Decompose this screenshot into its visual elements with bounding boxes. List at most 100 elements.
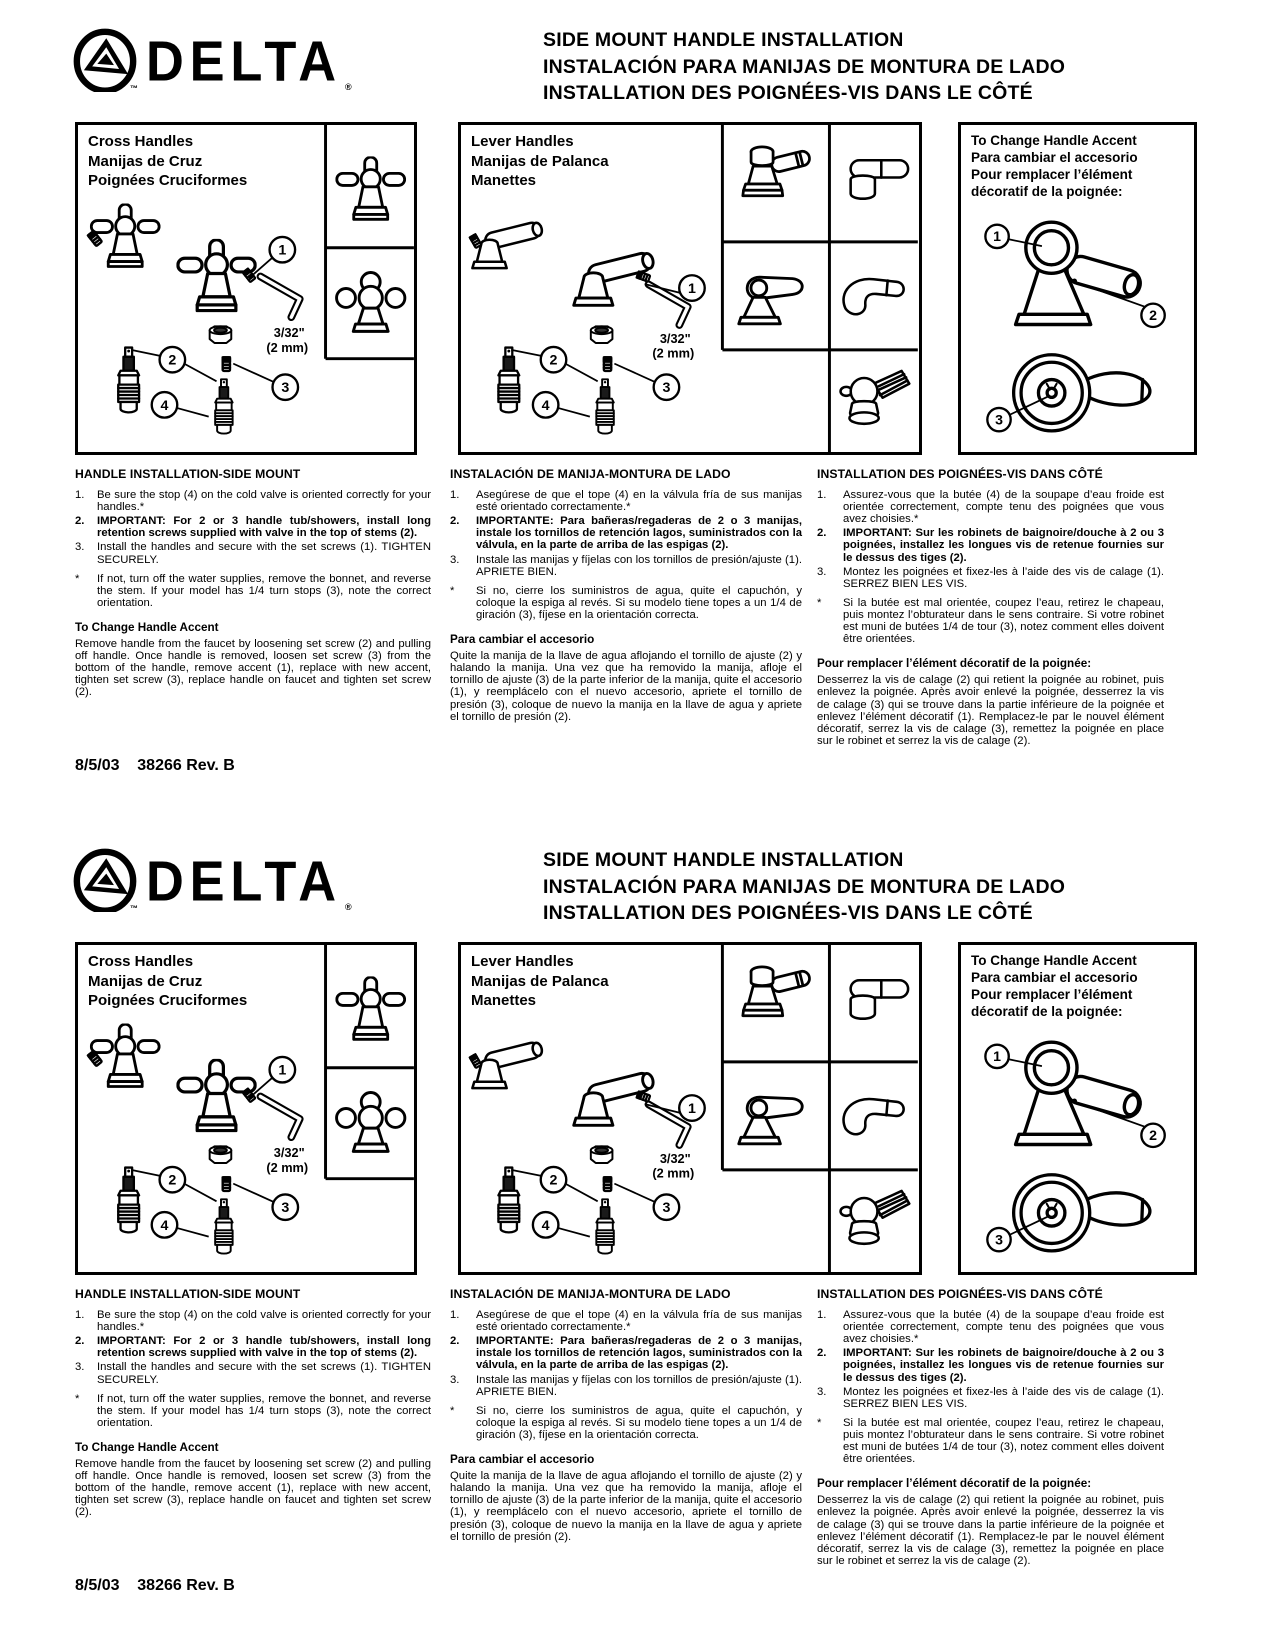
step-marker: 2. [817, 527, 827, 540]
callout-1: 1 [984, 223, 1043, 250]
valve-stem-icon [117, 1166, 141, 1234]
accent-section-body: Remove handle from the faucet by looseni… [75, 638, 431, 699]
svg-text:4: 4 [161, 1218, 169, 1234]
step-text: IMPORTANT: For 2 or 3 handle tub/showers… [97, 515, 431, 540]
section-heading: INSTALLATION DES POIGNÉES-VIS DANS CÔTÉ [817, 467, 1103, 481]
svg-text:1: 1 [688, 281, 696, 297]
step-marker: 1. [450, 1309, 460, 1322]
wrench-size-metric-label: (2 mm) [266, 1160, 308, 1175]
step-text: Assurez-vous que la butée (4) de la soup… [843, 1309, 1164, 1346]
svg-text:1: 1 [688, 1101, 696, 1117]
lever-handles-box-title: Lever Handles Manijas de Palanca Manette… [471, 953, 609, 1009]
handle-accent-box-title: To Change Handle Accent Para cambiar el … [971, 953, 1138, 1019]
svg-text:2: 2 [1149, 1127, 1157, 1143]
step-text: IMPORTANTE: Para bañeras/regaderas de 2 … [476, 515, 802, 552]
lever-handles-box: Lever Handles Manijas de Palanca Manette… [458, 942, 922, 1275]
handle-accent-box: To Change Handle Accent Para cambiar el … [958, 942, 1197, 1275]
step-2: 2.IMPORTANT: For 2 or 3 handle tub/showe… [75, 1335, 431, 1359]
instruction-sheet: ™ DELTA ® SIDE MOUNT HANDLE INSTALLATION… [0, 820, 1275, 1640]
callout-1: 1 [984, 1043, 1043, 1070]
svg-text:1: 1 [993, 228, 1001, 244]
svg-text:3: 3 [995, 411, 1003, 427]
step-text: IMPORTANT: For 2 or 3 handle tub/showers… [97, 1335, 431, 1360]
lever-style-porcelain-icon [741, 145, 813, 198]
title-english: SIDE MOUNT HANDLE INSTALLATION [543, 29, 904, 51]
step-marker: 2. [450, 515, 460, 528]
lever-style-ball-icon [839, 369, 911, 426]
title-spanish: INSTALACIÓN PARA MANIJAS DE MONTURA DE L… [543, 55, 1066, 78]
cross-handles-diagram: 3/32" (2 mm) 1 2 3 4 [86, 125, 414, 435]
svg-text:4: 4 [542, 1218, 550, 1234]
svg-text:3: 3 [662, 1200, 670, 1216]
callout-1: 1 [248, 235, 297, 279]
step-marker: 3. [75, 541, 85, 554]
lever-style-ring-icon [737, 275, 804, 326]
valve-stem-icon [595, 1198, 615, 1255]
logo-trademark: ™ [130, 904, 138, 913]
callout-2: 2 [130, 345, 217, 383]
step-1: 1.Asegúrese de que el tope (4) en la vál… [450, 1309, 802, 1333]
callout-3: 3 [986, 1215, 1050, 1253]
step-marker: 3. [450, 1373, 460, 1386]
accent-section-heading: Pour remplacer l’élément décoratif de la… [817, 1477, 1092, 1491]
lever-handles-box-title: Lever Handles Manijas de Palanca Manette… [471, 133, 609, 189]
footnote-marker: * [450, 1404, 455, 1417]
footnote-text: Si la butée est mal orientée, coupez l’e… [843, 596, 1164, 646]
step-marker: 1. [75, 489, 85, 502]
step-text: IMPORTANT: Sur les robinets de baignoire… [843, 527, 1164, 564]
instructions-spanish: INSTALACIÓN DE MANIJA-MONTURA DE LADO 1.… [450, 468, 802, 723]
title-spanish: INSTALACIÓN PARA MANIJAS DE MONTURA DE L… [543, 875, 1066, 898]
svg-text:2: 2 [168, 353, 176, 369]
bonnet-nut-icon [208, 325, 233, 344]
valve-stem-icon [117, 346, 141, 414]
delta-logo-icon [73, 28, 137, 92]
logo-registered-mark: ® [344, 82, 352, 92]
footnote: *Si la butée est mal orientée, coupez l’… [817, 597, 1164, 645]
svg-text:3: 3 [281, 1200, 289, 1216]
cross-handle-style-icon [335, 271, 407, 333]
accent-section-heading: To Change Handle Accent [75, 1440, 219, 1454]
bonnet-nut-icon [589, 325, 614, 344]
lever-style-curved-icon [842, 277, 905, 316]
accent-handle-underside-icon [1011, 353, 1152, 433]
callout-2: 2 [511, 1165, 599, 1203]
step-3: 3. Instale las manijas y fíjelas con los … [450, 1374, 802, 1398]
step-2: 2.IMPORTANTE: Para bañeras/regaderas de … [450, 1335, 802, 1371]
section-heading: HANDLE INSTALLATION-SIDE MOUNT [75, 1287, 301, 1301]
accent-section-body: Quite la manija de la llave de agua aflo… [450, 1470, 802, 1543]
callout-4: 4 [150, 1210, 209, 1239]
step-text: Install the handles and secure with the … [97, 541, 431, 566]
step-1: 1.Assurez-vous que la butée (4) de la so… [817, 489, 1164, 525]
lever-style-porcelain-icon [741, 965, 813, 1018]
accent-section-body: Desserrez la vis de calage (2) qui retie… [817, 674, 1164, 747]
stop-screw-icon [602, 355, 613, 373]
callout-3: 3 [232, 1182, 300, 1222]
lever-handles-diagram: 3/32" (2 mm) 1 2 3 4 [468, 945, 918, 1272]
callout-1: 1 [644, 1094, 706, 1122]
step-2: 2.IMPORTANT: For 2 or 3 handle tub/showe… [75, 515, 431, 539]
cross-handles-box: Cross Handles Manijas de Cruz Poignées C… [75, 122, 417, 455]
cross-handle-style-icon [335, 1091, 407, 1153]
step-marker: 3. [450, 553, 460, 566]
cross-handles-box: Cross Handles Manijas de Cruz Poignées C… [75, 942, 417, 1275]
accent-handle-icon [1013, 1040, 1146, 1147]
lever-style-curved-icon [842, 1097, 905, 1136]
step-text: Install the handles and secure with the … [97, 1361, 431, 1386]
handle-accent-box-title: To Change Handle Accent Para cambiar el … [971, 133, 1138, 199]
svg-text:1: 1 [278, 1063, 286, 1079]
svg-text:2: 2 [550, 353, 558, 369]
logo-trademark: ™ [130, 84, 138, 93]
svg-text:3: 3 [662, 380, 670, 396]
callout-4: 4 [531, 390, 591, 419]
stop-screw-icon [602, 1175, 613, 1193]
footnote: *If not, turn off the water supplies, re… [75, 573, 431, 609]
step-text: Instale las manijas y fíjelas con los to… [476, 1373, 802, 1398]
step-3: 3.Instale las manijas y fíjelas con los … [450, 554, 802, 578]
svg-text:1: 1 [993, 1048, 1001, 1064]
wrench-size-label: 3/32" [660, 1151, 691, 1166]
lever-style-blade-icon [849, 978, 910, 1020]
step-marker: 2. [450, 1335, 460, 1348]
step-marker: 1. [817, 1309, 827, 1322]
set-screw-icon [635, 270, 652, 283]
